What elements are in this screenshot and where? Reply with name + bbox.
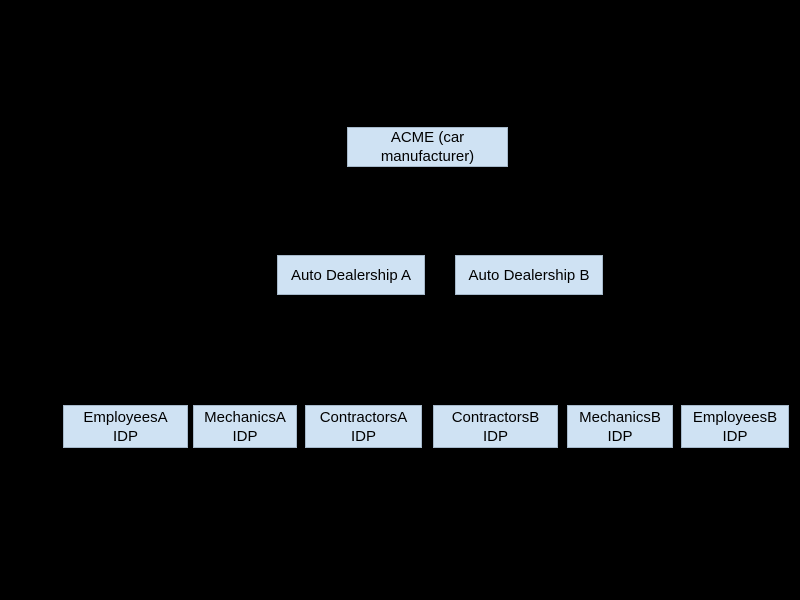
node-label: EmployeesA IDP [83, 408, 168, 445]
node-label: Auto Dealership B [468, 266, 590, 284]
node-label: ContractorsB IDP [451, 408, 540, 445]
node-label: EmployeesB IDP [692, 408, 778, 445]
node-label: ACME (car manufacturer) [380, 129, 475, 165]
node-mechanics-a-idp: MechanicsA IDP [193, 405, 297, 448]
node-label: MechanicsB IDP [579, 408, 661, 445]
node-contractors-a-idp: ContractorsA IDP [305, 405, 422, 448]
node-contractors-b-idp: ContractorsB IDP [433, 405, 558, 448]
node-acme-car-manufacturer: ACME (car manufacturer) [347, 127, 508, 167]
node-employees-b-idp: EmployeesB IDP [681, 405, 789, 448]
node-label: Auto Dealership A [290, 266, 412, 284]
node-auto-dealership-a: Auto Dealership A [277, 255, 425, 295]
node-employees-a-idp: EmployeesA IDP [63, 405, 188, 448]
node-label: ContractorsA IDP [319, 408, 408, 445]
node-auto-dealership-b: Auto Dealership B [455, 255, 603, 295]
node-label: MechanicsA IDP [204, 408, 286, 445]
node-mechanics-b-idp: MechanicsB IDP [567, 405, 673, 448]
